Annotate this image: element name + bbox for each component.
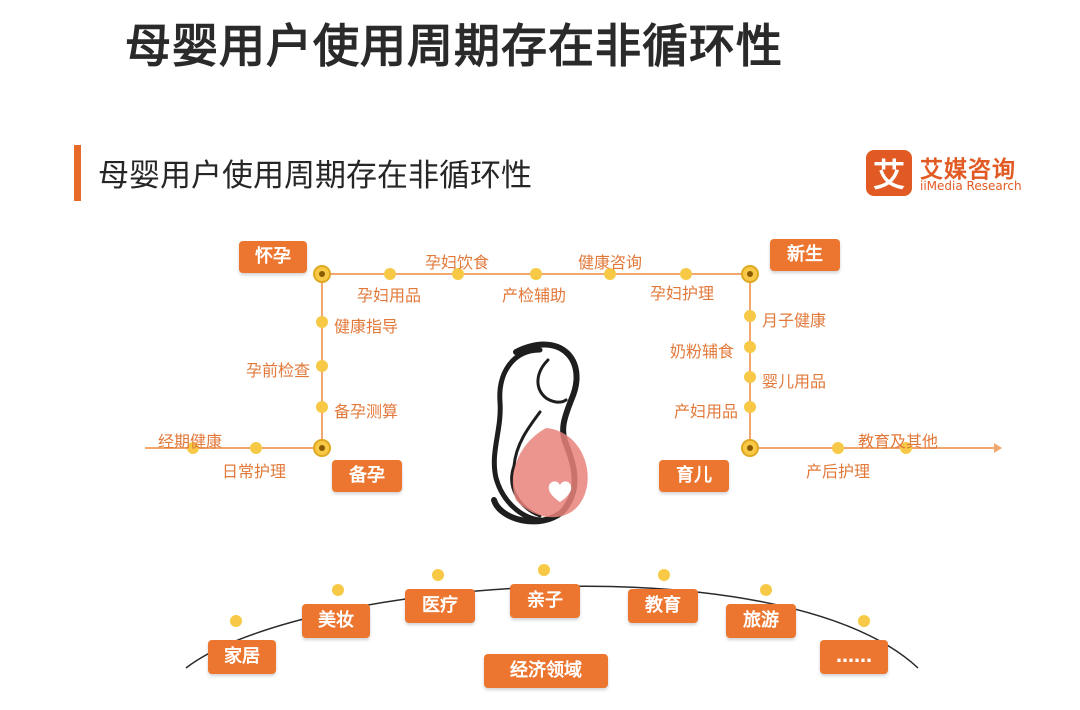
section-title: 母婴用户使用周期存在非循环性	[98, 158, 532, 194]
label-education-other: 教育及其他	[858, 432, 939, 451]
label-postpartum-health: 月子健康	[762, 311, 827, 330]
label-daily-care: 日常护理	[222, 462, 287, 481]
label-pregnancy-calc: 备孕测算	[334, 402, 399, 421]
dot-right-3	[744, 371, 756, 383]
arc-dot-1	[230, 615, 242, 627]
dot-left-1	[316, 316, 328, 328]
arc-dot-4	[538, 564, 550, 576]
domain-parenting: 亲子	[510, 584, 580, 618]
pregnant-belly-icon	[512, 428, 588, 518]
arc-dot-3	[432, 569, 444, 581]
label-maternity-products: 孕妇用品	[357, 286, 422, 305]
dot-right-4	[744, 401, 756, 413]
corner-nodes	[313, 265, 759, 457]
label-menstrual-health: 经期健康	[158, 432, 223, 451]
label-pre-pregnancy-check: 孕前检查	[246, 361, 311, 380]
label-postnatal-care: 产后护理	[806, 462, 871, 481]
dot-left-3	[316, 401, 328, 413]
heart-icon	[548, 481, 572, 502]
domain-more: ……	[820, 640, 888, 674]
dot-entry-1	[187, 442, 199, 454]
logo-name-cn: 艾媒咨询	[920, 157, 1016, 183]
iimedia-logo: 艾 艾媒咨询 iiMedia Research	[866, 150, 1031, 198]
arc-dots	[230, 564, 870, 627]
stage-childcare: 育儿	[659, 460, 729, 492]
label-formula-food: 奶粉辅食	[670, 342, 735, 361]
dot-exit-2	[900, 442, 912, 454]
label-maternity-care: 孕妇护理	[650, 284, 715, 303]
arc-dot-5	[658, 569, 670, 581]
logo-name-en: iiMedia Research	[920, 179, 1022, 193]
dot-top-1	[384, 268, 396, 280]
dot-entry-2	[250, 442, 262, 454]
dot-left-2	[316, 360, 328, 372]
domain-beauty: 美妆	[302, 604, 370, 638]
stage-pregnancy: 怀孕	[239, 241, 307, 273]
arc-dot-7	[858, 615, 870, 627]
dot-right-2	[744, 341, 756, 353]
dot-top-3	[530, 268, 542, 280]
dot-top-2	[452, 268, 464, 280]
exit-arrow-icon	[994, 443, 1002, 453]
dot-exit-1	[832, 442, 844, 454]
label-health-consult: 健康咨询	[578, 253, 643, 272]
dot-top-4	[604, 268, 616, 280]
dot-top-5	[680, 268, 692, 280]
section-accent-bar	[74, 145, 81, 201]
label-maternity-diet: 孕妇饮食	[425, 253, 490, 272]
domain-travel: 旅游	[726, 604, 796, 638]
label-prenatal-aid: 产检辅助	[502, 286, 567, 305]
path-dots	[187, 268, 912, 454]
label-health-guidance: 健康指导	[334, 317, 399, 336]
page-title: 母婴用户使用周期存在非循环性	[125, 19, 783, 73]
domain-home: 家居	[208, 640, 276, 674]
label-baby-products: 婴儿用品	[762, 372, 827, 391]
domain-education: 教育	[628, 589, 698, 623]
domain-medical: 医疗	[405, 589, 475, 623]
dot-right-1	[744, 310, 756, 322]
arc-dot-6	[760, 584, 772, 596]
logo-badge-icon: 艾	[866, 150, 912, 196]
label-maternal-products: 产妇用品	[674, 402, 739, 421]
stage-prepare: 备孕	[332, 460, 402, 492]
arc-dot-2	[332, 584, 344, 596]
stage-newborn: 新生	[770, 239, 840, 271]
domain-economy-center: 经济领域	[484, 654, 608, 688]
